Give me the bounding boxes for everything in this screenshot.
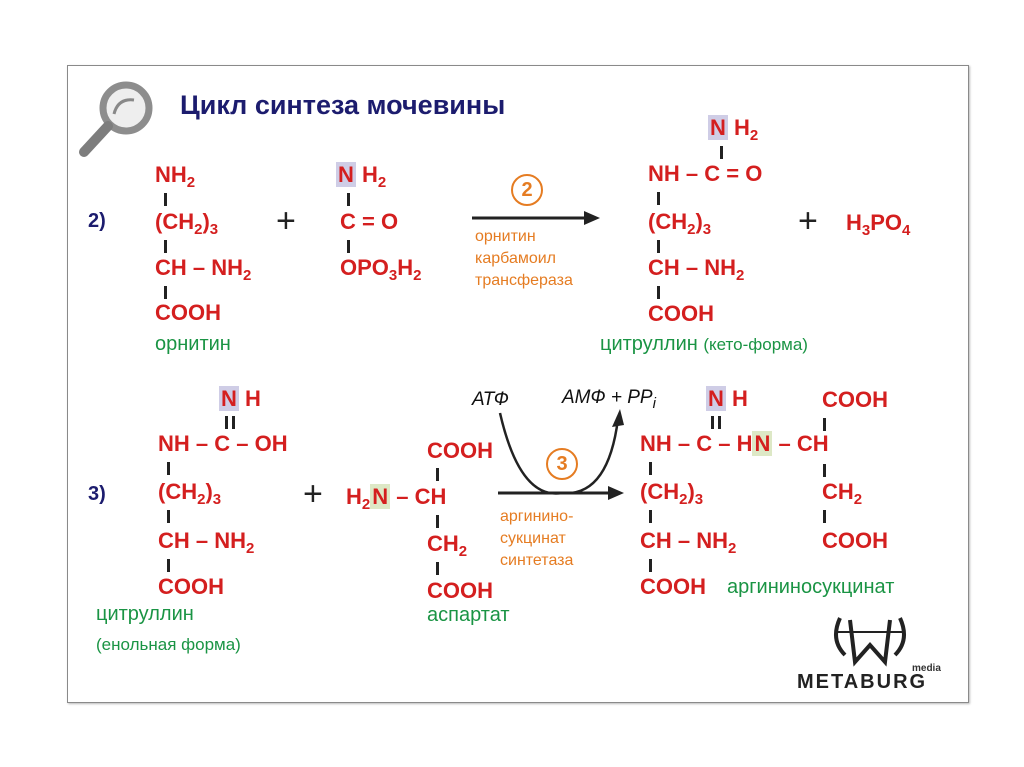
logo-subtext: media [912,663,941,674]
formula-line: COOH [158,574,224,599]
compound-name: аспартат [427,604,510,626]
formula-line: (CH2)3 [155,209,219,238]
atp-label: АТФ [472,389,509,410]
formula-part: H2 [346,484,371,513]
highlighted-nitrogen: N [706,386,726,411]
enzyme-line: орнитин [475,228,536,245]
enzyme-name: аргинино- сукцинат синтетаза [500,506,573,572]
bond [436,468,439,481]
magnifier-icon [79,81,153,157]
bond [436,515,439,528]
formula-line: OPO3H2 [340,255,422,284]
enzyme-line: сукцинат [500,530,566,547]
compound-name: орнитин [155,333,231,355]
bond [657,286,660,299]
step-number-3: 3 [546,448,578,480]
formula-line: COOH [640,574,706,599]
bond [649,462,652,475]
formula-line: CH2 [427,531,468,560]
double-bond [225,416,235,429]
bond [167,462,170,475]
plus-sign: + [303,475,323,513]
metaburg-logo-icon [834,617,906,667]
formula-part: – CH [778,431,829,456]
reaction-number-2: 2) [88,210,106,232]
bond [823,510,826,523]
formula-line: COOH [427,438,493,463]
compound-name: цитруллин [600,333,698,355]
compound-form: (енольная форма) [96,635,241,654]
formula-part: H2 [362,162,387,191]
formula-line: COOH [822,528,888,553]
compound-name: аргининосукцинат [727,576,895,598]
compound-name: цитруллин [96,603,194,625]
formula-line: CH – NH2 [155,255,252,284]
plus-sign: + [276,202,296,240]
plus-sign: + [798,202,818,240]
formula-part: H2 [734,115,759,144]
formula-part: – CH [396,484,447,509]
bond [347,193,350,206]
page-title: Цикл синтеза мочевины [180,90,506,120]
formula-line: COOH [822,387,888,412]
highlighted-nitrogen: N [336,162,356,187]
highlighted-nitrogen: N [370,484,391,509]
formula-line: CH – NH2 [158,528,255,557]
enzyme-line: синтетаза [500,552,574,569]
amp-ppi-label: АМФ + PPi [562,387,656,412]
formula-line: NH – C – OH [158,431,288,456]
bond [720,146,723,159]
bond [164,193,167,206]
highlighted-nitrogen: N [219,386,239,411]
double-bond [711,416,721,429]
step-number-2: 2 [511,174,543,206]
formula-line: (CH2)3 [648,209,712,238]
enzyme-line: карбамоил [475,250,557,267]
enzyme-line: аргинино- [500,508,574,525]
compound-form: (кето-форма) [703,335,808,354]
bond [167,559,170,572]
bond [649,559,652,572]
formula-part: H [732,386,748,411]
reaction-arrow [472,211,600,225]
formula-line: COOH [648,301,714,326]
bond [167,510,170,523]
reaction-arrow-with-cofactors [498,409,624,500]
highlighted-nitrogen: N [752,431,773,456]
logo-text: METABURG [797,671,928,693]
formula-line: CH – NH2 [648,255,745,284]
bond [164,286,167,299]
bond [657,240,660,253]
bond [823,418,826,431]
formula-line: COOH [427,578,493,603]
bond [347,240,350,253]
bond [649,510,652,523]
enzyme-name: орнитин карбамоил трансфераза [475,226,573,292]
formula-line: CH2 [822,479,863,508]
enzyme-line: трансфераза [475,272,573,289]
formula-line: (CH2)3 [158,479,222,508]
formula-line: (CH2)3 [640,479,704,508]
formula-line: COOH [155,300,221,325]
phosphoric-acid: H3PO4 [846,210,911,239]
formula-line: NH – C = O [648,161,763,186]
formula-part: H [245,386,261,411]
bond [164,240,167,253]
highlighted-nitrogen: N [708,115,728,140]
formula-line: NH2 [155,162,196,191]
bond [823,464,826,477]
formula-part: NH – C – H [640,431,753,456]
formula-line: C = O [340,209,399,234]
formula-line: CH – NH2 [640,528,737,557]
reaction-number-3: 3) [88,483,106,505]
bond [657,192,660,205]
bond [436,562,439,575]
slide-frame [67,65,969,703]
